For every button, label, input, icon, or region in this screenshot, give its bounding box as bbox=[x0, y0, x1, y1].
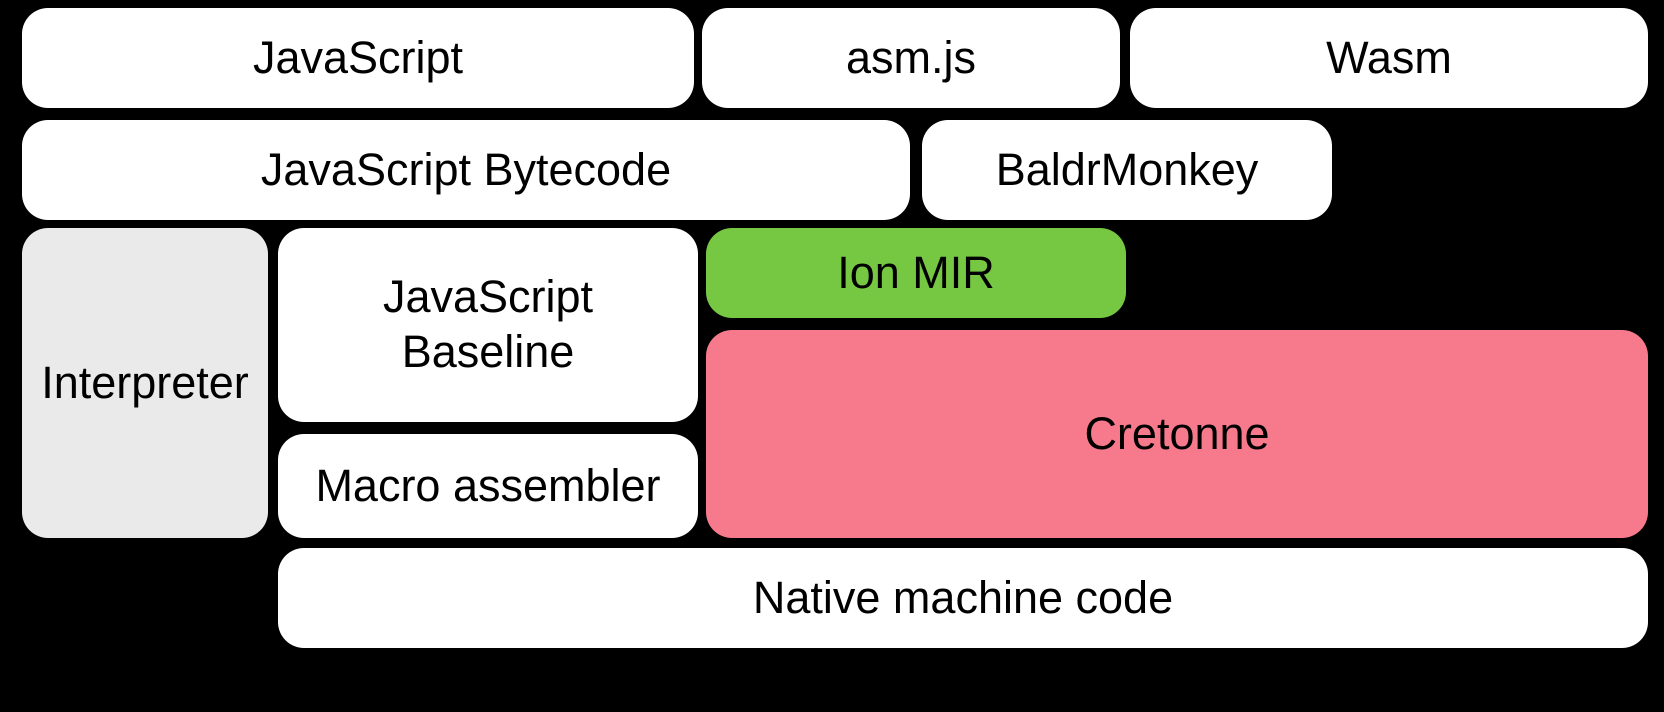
node-interpreter-label: Interpreter bbox=[41, 356, 249, 408]
node-interpreter: Interpreter bbox=[22, 228, 268, 538]
node-javascript-bytecode-label: JavaScript Bytecode bbox=[260, 143, 672, 195]
node-asmjs-label: asm.js bbox=[845, 31, 976, 83]
node-baldrmonkey-label: BaldrMonkey bbox=[995, 143, 1259, 195]
node-javascript-bytecode: JavaScript Bytecode bbox=[22, 120, 910, 220]
node-native-machine-code: Native machine code bbox=[278, 548, 1648, 648]
node-asmjs: asm.js bbox=[702, 8, 1120, 108]
node-native-machine-code-label: Native machine code bbox=[752, 571, 1174, 623]
node-javascript: JavaScript bbox=[22, 8, 694, 108]
node-ion-mir-label: Ion MIR bbox=[837, 246, 995, 298]
node-cretonne-label: Cretonne bbox=[1084, 407, 1270, 459]
node-ion-mir: Ion MIR bbox=[706, 228, 1126, 318]
node-wasm: Wasm bbox=[1130, 8, 1648, 108]
node-wasm-label: Wasm bbox=[1326, 31, 1452, 83]
node-macro-assembler-label: Macro assembler bbox=[315, 459, 661, 511]
node-baldrmonkey: BaldrMonkey bbox=[922, 120, 1332, 220]
node-javascript-baseline: JavaScript Baseline bbox=[278, 228, 698, 422]
node-javascript-label: JavaScript bbox=[252, 31, 464, 83]
node-javascript-baseline-label: JavaScript Baseline bbox=[382, 271, 594, 377]
node-cretonne: Cretonne bbox=[706, 330, 1648, 538]
node-macro-assembler: Macro assembler bbox=[278, 434, 698, 538]
